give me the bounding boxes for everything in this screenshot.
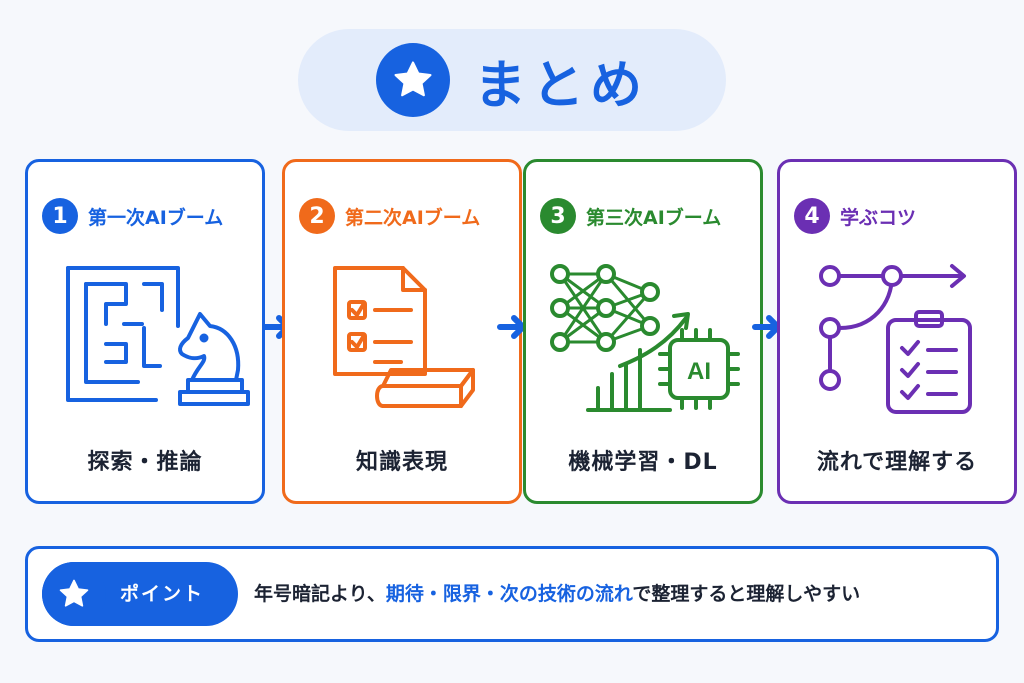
- neural-network-ai-chip-icon: AI: [550, 264, 740, 412]
- card-label: 知識表現: [355, 450, 448, 475]
- card-title: 第二次AIブーム: [345, 206, 481, 229]
- card-label: 流れで理解する: [816, 450, 978, 475]
- maze-chess-knight-icon: [66, 266, 250, 406]
- card-header: 4 学ぶコツ: [794, 198, 1006, 234]
- point-text: 年号暗記より、期待・限界・次の技術の流れで整理すると理解しやすい: [254, 549, 860, 639]
- point-highlight: 期待・限界・次の技術の流れ: [385, 583, 633, 605]
- point-label: ポイント: [120, 583, 205, 605]
- card-title: 第一次AIブーム: [88, 206, 224, 229]
- card-header: 2 第二次AIブーム: [299, 198, 511, 234]
- point-box: ポイント 年号暗記より、期待・限界・次の技術の流れで整理すると理解しやすい: [25, 546, 999, 642]
- card-first-ai-boom: 1 第一次AIブーム 探索・推論: [25, 159, 265, 504]
- star-icon: [42, 562, 106, 626]
- card-header: 3 第三次AIブーム: [540, 198, 752, 234]
- card-label: 機械学習・DL: [568, 450, 718, 475]
- card-second-ai-boom: 2 第二次AIブーム 知識表現: [282, 159, 522, 504]
- card-label: 探索・推論: [87, 450, 203, 475]
- card-title: 第三次AIブーム: [586, 206, 722, 229]
- ai-chip-label: AI: [687, 358, 711, 385]
- star-icon: [375, 43, 450, 117]
- step-number: 1: [42, 198, 78, 234]
- step-number: 4: [794, 198, 830, 234]
- card-title: 学ぶコツ: [840, 206, 917, 229]
- card-third-ai-boom: 3 第三次AIブーム AI 機械学習・DL: [523, 159, 763, 504]
- point-badge: ポイント: [42, 562, 238, 626]
- card-learning-tips: 4 学ぶコツ 流れで理解する: [777, 159, 1017, 504]
- title-banner: まとめ: [298, 29, 726, 131]
- page-title: まとめ: [473, 55, 648, 116]
- flow-path-clipboard-icon: [819, 264, 972, 414]
- card-header: 1 第一次AIブーム: [42, 198, 254, 234]
- point-text-after: で整理すると理解しやすい: [632, 583, 861, 605]
- point-text-before: 年号暗記より、: [254, 583, 386, 605]
- step-number: 2: [299, 198, 335, 234]
- checklist-document-book-icon: [333, 266, 475, 408]
- step-number: 3: [540, 198, 576, 234]
